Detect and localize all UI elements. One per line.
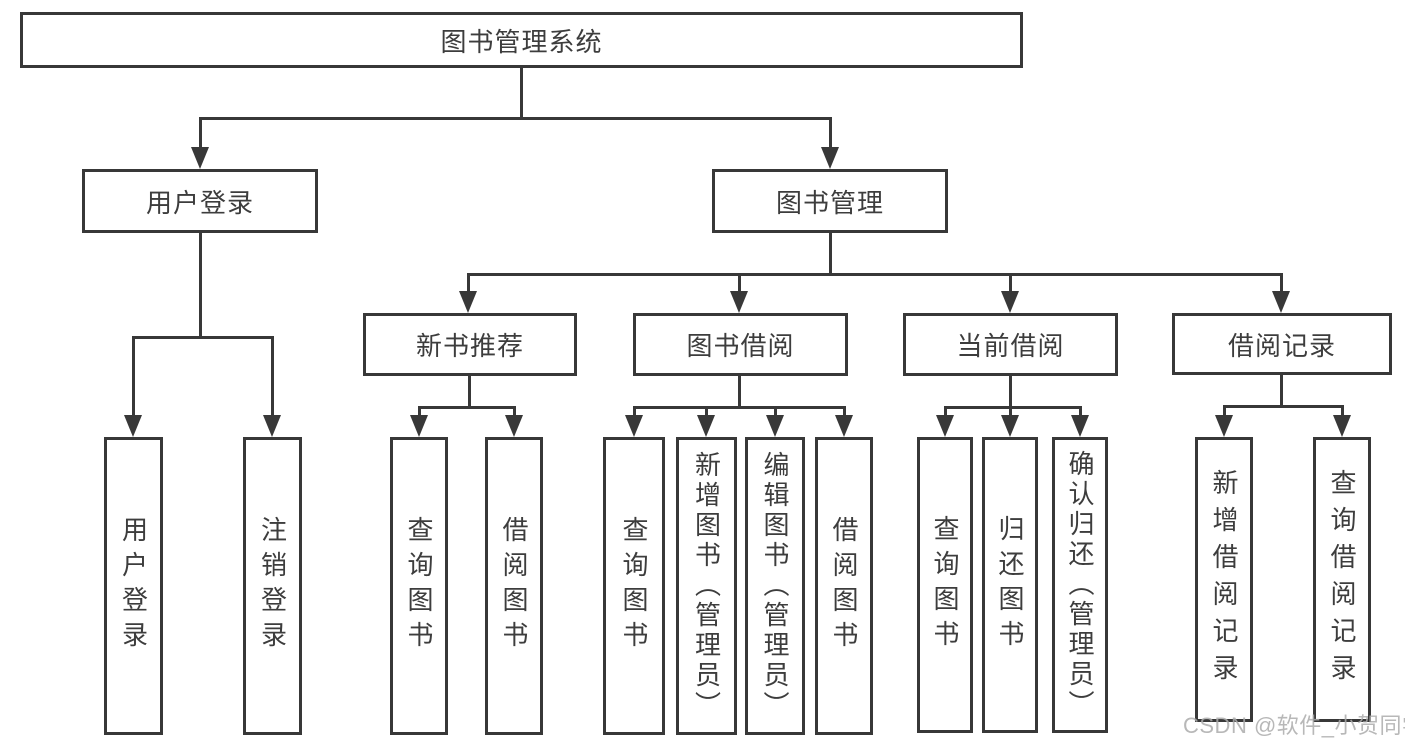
node-label: 当前借阅 bbox=[956, 331, 1065, 361]
node-label: 借阅图书 bbox=[499, 516, 529, 656]
node-library-management-system: 图书管理系统 bbox=[20, 12, 1023, 68]
node-book-management: 图书管理 bbox=[712, 169, 948, 233]
arrow-down-icon bbox=[625, 415, 643, 437]
arrow-down-icon bbox=[410, 415, 428, 437]
connector-drop-level3 bbox=[1280, 273, 1283, 295]
connector-stem bbox=[1280, 375, 1283, 407]
arrow-down-icon bbox=[191, 147, 209, 169]
connector-drop-leaf bbox=[944, 406, 947, 418]
arrow-down-icon bbox=[936, 415, 954, 437]
connector-level2-bar bbox=[199, 117, 832, 120]
node-label: 确认归还（管理员） bbox=[1065, 450, 1095, 720]
arrow-down-icon bbox=[1001, 291, 1019, 313]
node-label: 编辑图书（管理员） bbox=[760, 451, 790, 721]
connector-drop-leaf bbox=[271, 336, 274, 418]
arrow-down-icon bbox=[1001, 415, 1019, 437]
leaf-confirm-return-admin: 确认归还（管理员） bbox=[1052, 437, 1108, 733]
node-label: 借阅图书 bbox=[829, 516, 859, 656]
arrow-down-icon bbox=[835, 415, 853, 437]
connector-drop-user-login bbox=[199, 117, 202, 151]
connector-user-login-stem bbox=[199, 233, 202, 339]
arrow-down-icon bbox=[821, 147, 839, 169]
arrow-down-icon bbox=[730, 291, 748, 313]
connector-bar bbox=[633, 406, 846, 409]
connector-drop-leaf bbox=[513, 406, 516, 418]
connector-drop-level3 bbox=[738, 273, 741, 295]
leaf-logout: 注销登录 bbox=[243, 437, 302, 735]
node-label: 注销登录 bbox=[257, 516, 288, 656]
node-label: 查询图书 bbox=[619, 516, 649, 656]
node-label: 归还图书 bbox=[995, 515, 1025, 655]
arrow-down-icon bbox=[766, 415, 784, 437]
node-label: 新书推荐 bbox=[415, 331, 524, 361]
leaf-borrow-books-borrowing: 借阅图书 bbox=[815, 437, 873, 735]
watermark-text: CSDN @软件_小贺同学 bbox=[1183, 713, 1405, 738]
node-user-login: 用户登录 bbox=[82, 169, 318, 233]
arrow-down-icon bbox=[124, 415, 142, 437]
leaf-add-book-admin: 新增图书（管理员） bbox=[676, 437, 737, 735]
connector-root-stem bbox=[520, 68, 523, 119]
connector-drop-leaf bbox=[705, 406, 708, 418]
connector-drop-leaf bbox=[1223, 405, 1226, 418]
arrow-down-icon bbox=[505, 415, 523, 437]
connector-drop-leaf bbox=[132, 336, 135, 418]
node-label: 查询图书 bbox=[930, 515, 960, 655]
leaf-user-login: 用户登录 bbox=[104, 437, 163, 735]
connector-drop-leaf bbox=[774, 406, 777, 418]
node-label: 用户登录 bbox=[145, 187, 254, 218]
arrow-down-icon bbox=[697, 415, 715, 437]
node-label: 图书管理系统 bbox=[440, 26, 603, 57]
connector-user-login-bar bbox=[132, 336, 274, 339]
leaf-edit-book-admin: 编辑图书（管理员） bbox=[745, 437, 805, 735]
connector-drop-leaf bbox=[1341, 405, 1344, 418]
node-book-borrowing: 图书借阅 bbox=[633, 313, 848, 376]
connector-drop-level3 bbox=[1009, 273, 1012, 295]
node-label: 用户登录 bbox=[118, 516, 149, 656]
connector-drop-leaf bbox=[1079, 406, 1082, 418]
arrow-down-icon bbox=[1333, 415, 1351, 437]
leaf-query-borrow-record: 查询借阅记录 bbox=[1313, 437, 1371, 722]
arrow-down-icon bbox=[1272, 291, 1290, 313]
leaf-query-books-current: 查询图书 bbox=[917, 437, 973, 733]
connector-stem bbox=[468, 376, 471, 409]
node-current-borrowing: 当前借阅 bbox=[903, 313, 1118, 376]
leaf-borrow-books-recommend: 借阅图书 bbox=[485, 437, 543, 735]
arrow-down-icon bbox=[263, 415, 281, 437]
connector-stem bbox=[1009, 376, 1012, 409]
leaf-return-books: 归还图书 bbox=[982, 437, 1038, 733]
connector-bar bbox=[418, 406, 516, 409]
node-label: 新增图书（管理员） bbox=[691, 451, 722, 721]
node-label: 借阅记录 bbox=[1227, 330, 1336, 361]
arrow-down-icon bbox=[1071, 415, 1089, 437]
leaf-query-books-borrowing: 查询图书 bbox=[603, 437, 665, 735]
node-label: 查询借阅记录 bbox=[1327, 468, 1357, 691]
arrow-down-icon bbox=[1215, 415, 1233, 437]
connector-level3-bar bbox=[467, 273, 1283, 276]
connector-drop-leaf bbox=[843, 406, 846, 418]
node-label: 新增借阅记录 bbox=[1209, 468, 1239, 691]
node-label: 图书借阅 bbox=[686, 331, 795, 361]
connector-drop-leaf bbox=[418, 406, 421, 418]
node-new-book-recommendation: 新书推荐 bbox=[363, 313, 577, 376]
node-borrowing-records: 借阅记录 bbox=[1172, 313, 1392, 375]
connector-drop-level3 bbox=[467, 273, 470, 295]
node-label: 图书管理 bbox=[775, 187, 884, 218]
connector-drop-leaf bbox=[1009, 406, 1012, 418]
connector-drop-book-management bbox=[829, 117, 832, 151]
leaf-add-borrow-record: 新增借阅记录 bbox=[1195, 437, 1253, 722]
arrow-down-icon bbox=[459, 291, 477, 313]
connector-bar bbox=[944, 406, 1082, 409]
connector-drop-leaf bbox=[633, 406, 636, 418]
leaf-query-books-recommend: 查询图书 bbox=[390, 437, 448, 735]
connector-book-management-stem bbox=[829, 233, 832, 276]
node-label: 查询图书 bbox=[404, 516, 434, 656]
connector-stem bbox=[738, 376, 741, 409]
connector-bar bbox=[1223, 405, 1344, 408]
